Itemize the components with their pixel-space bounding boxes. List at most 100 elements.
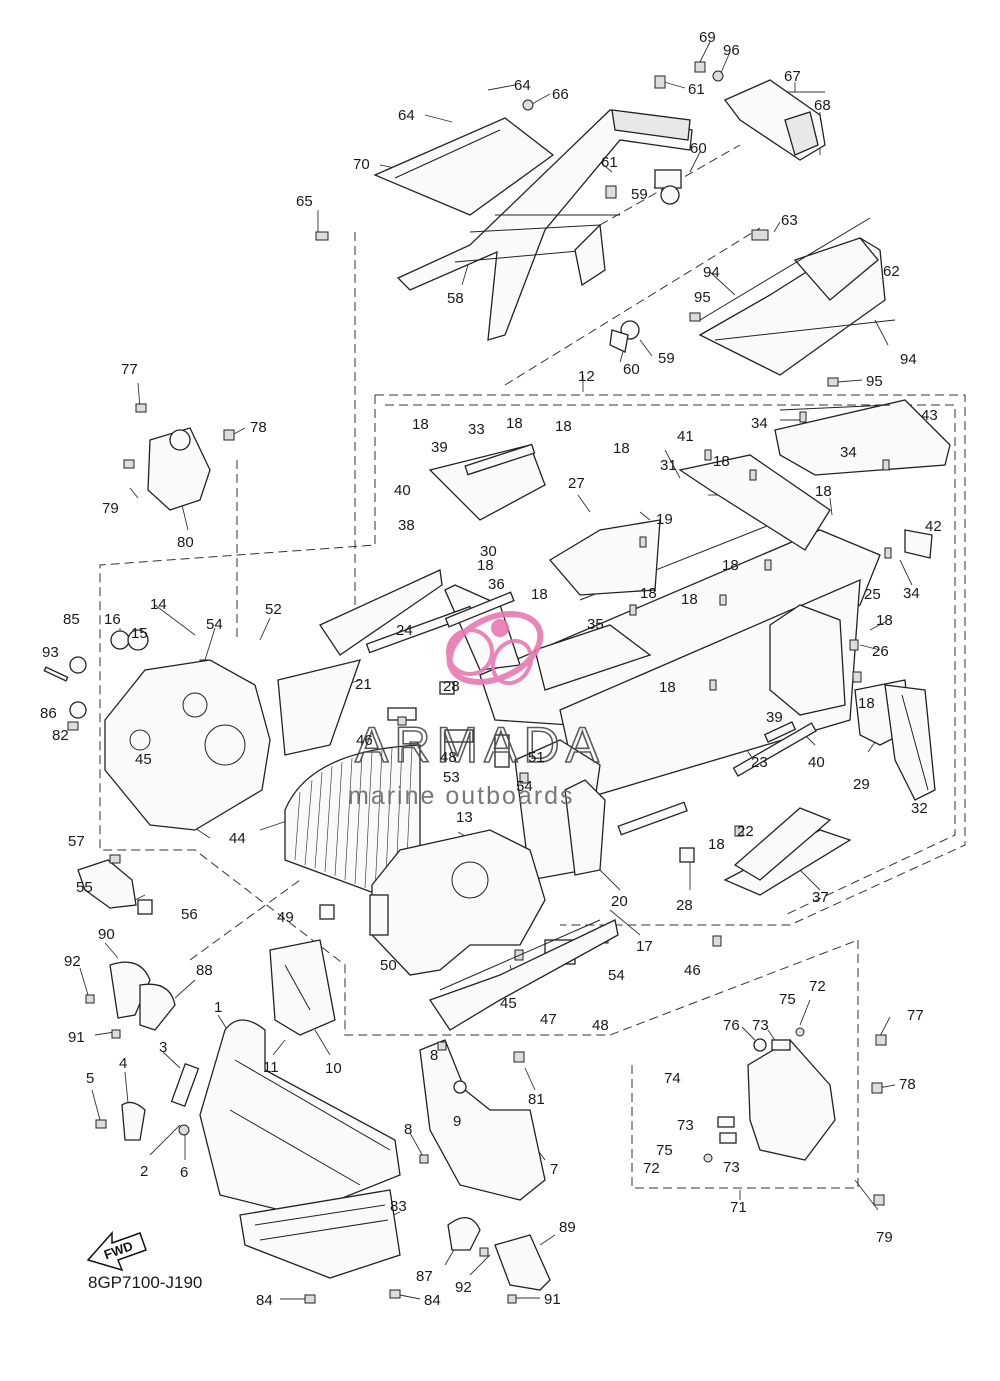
part-label: 61 — [688, 81, 705, 98]
clamp-4 — [121, 1101, 146, 1141]
bolt-61-lower — [605, 185, 617, 199]
part-label: 79 — [876, 1229, 893, 1246]
part-label: 18 — [477, 557, 494, 574]
part-label: 6 — [180, 1164, 188, 1181]
chain-23b — [617, 801, 688, 836]
clip-49 — [319, 904, 335, 920]
clip-73-lower — [719, 1132, 737, 1144]
rivet-95-left — [689, 312, 701, 322]
part-label: 63 — [781, 212, 798, 229]
bolt-78-upper — [223, 429, 235, 441]
part-label: 58 — [447, 290, 464, 307]
part-label: 8 — [430, 1047, 438, 1064]
part-label: 13 — [456, 809, 473, 826]
part-label: 94 — [703, 264, 720, 281]
part-label: 3 — [159, 1039, 167, 1056]
part-label: 67 — [784, 68, 801, 85]
part-label: 77 — [907, 1007, 924, 1024]
gasket-87 — [447, 1217, 481, 1251]
bolt-77-upper — [135, 403, 147, 413]
part-label: 40 — [808, 754, 825, 771]
part-number-labels: 1 2 3 4 5 6 7 8 8 9 10 11 12 13 14 15 16… — [40, 29, 942, 1309]
part-label: 16 — [104, 611, 121, 628]
part-label: 29 — [853, 776, 870, 793]
part-label: 34 — [903, 585, 920, 602]
mount-60-upper — [654, 169, 682, 189]
gearcase-14 — [43, 629, 271, 831]
rivet-8-upper — [437, 1041, 447, 1051]
part-label: 79 — [102, 500, 119, 517]
bolt-5 — [95, 1119, 107, 1129]
bolt-81 — [513, 1051, 525, 1063]
bolt-78-lower — [871, 1082, 883, 1094]
part-label: 56 — [181, 906, 198, 923]
part-label: 71 — [730, 1199, 747, 1216]
part-label: 12 — [578, 368, 595, 385]
bracket-63 — [751, 229, 769, 241]
part-label: 42 — [925, 518, 942, 535]
part-label: 25 — [864, 586, 881, 603]
part-label: 32 — [911, 800, 928, 817]
part-label: 73 — [677, 1117, 694, 1134]
part-label: 46 — [684, 962, 701, 979]
part-label: 11 — [263, 1059, 279, 1076]
bolt-57 — [109, 854, 121, 864]
part-label: 48 — [592, 1017, 609, 1034]
part-label: 73 — [723, 1159, 740, 1176]
bolt-84-right — [389, 1289, 401, 1299]
part-label: 74 — [664, 1070, 681, 1087]
board-bracket-62 — [689, 217, 896, 387]
part-label: 84 — [424, 1292, 441, 1309]
clip-56 — [137, 899, 153, 915]
part-label: 91 — [544, 1291, 561, 1308]
part-label: 14 — [150, 596, 167, 613]
part-label: 18 — [876, 612, 893, 629]
part-label: 27 — [568, 475, 585, 492]
part-label: 59 — [658, 350, 675, 367]
bracket-51 — [494, 734, 510, 768]
part-label: 45 — [500, 995, 517, 1012]
seal-85 — [69, 656, 87, 674]
fwd-arrow-icon: FWD — [86, 1231, 147, 1272]
part-label: 35 — [587, 616, 604, 633]
part-label: 83 — [390, 1198, 407, 1215]
bolt-61-upper — [654, 75, 666, 89]
part-label: 37 — [812, 889, 829, 906]
screw-92-lower — [479, 1247, 489, 1257]
part-label: 18 — [555, 418, 572, 435]
bearing-15 — [127, 629, 149, 651]
clip-28-lower — [679, 847, 695, 863]
part-label: 1 — [214, 999, 222, 1016]
part-label: 26 — [872, 643, 889, 660]
part-label: 46 — [356, 732, 373, 749]
part-label: 17 — [636, 938, 653, 955]
part-label: 49 — [277, 909, 294, 926]
part-label: 60 — [623, 361, 640, 378]
part-label: 75 — [656, 1142, 673, 1159]
part-label: 50 — [380, 957, 397, 974]
dashed-group-outlines — [99, 144, 966, 1189]
part-label: 18 — [531, 586, 548, 603]
bracket-71-group — [703, 1027, 887, 1206]
bolt-65 — [315, 231, 329, 241]
part-label: 66 — [552, 86, 569, 103]
part-label: 18 — [815, 483, 832, 500]
rear-frame-assembly — [315, 75, 693, 353]
part-label: 60 — [690, 140, 707, 157]
part-label: 59 — [631, 186, 648, 203]
part-label: 51 — [528, 749, 545, 766]
part-label: 2 — [140, 1163, 148, 1180]
part-label: 23 — [751, 754, 768, 771]
part-label: 89 — [559, 1219, 576, 1236]
part-label: 18 — [506, 415, 523, 432]
part-label: 70 — [353, 156, 370, 173]
washer-96 — [712, 70, 724, 82]
watermark-logo-icon — [446, 611, 544, 686]
part-label: 21 — [355, 676, 372, 693]
screw-91-upper — [111, 1029, 121, 1039]
part-label: 87 — [416, 1268, 433, 1285]
part-label: 61 — [601, 154, 618, 171]
part-label: 64 — [398, 107, 415, 124]
part-label: 65 — [296, 193, 313, 210]
